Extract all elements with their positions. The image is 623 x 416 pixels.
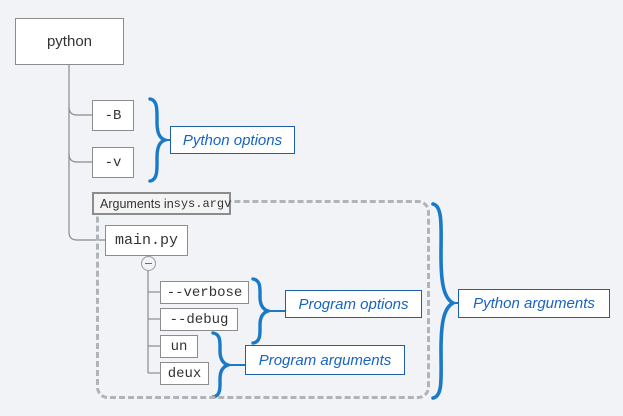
- node-python[interactable]: python: [15, 18, 124, 65]
- node-un[interactable]: un: [160, 335, 198, 358]
- node-verbose[interactable]: --verbose: [160, 281, 249, 304]
- trunk-to-optionB: [68, 106, 92, 116]
- brace-python-options: [148, 97, 171, 183]
- sys-argv-group-title: Arguments in sys.argv: [92, 192, 231, 215]
- node-main-py[interactable]: main.py: [105, 225, 188, 256]
- node-deux[interactable]: deux: [160, 362, 209, 385]
- callout-program-arguments[interactable]: Program arguments: [245, 345, 405, 375]
- node-debug[interactable]: --debug: [160, 308, 238, 331]
- callout-program-options[interactable]: Program options: [285, 290, 422, 318]
- group-title-mono: sys.argv: [173, 196, 232, 211]
- callout-python-arguments[interactable]: Python arguments: [458, 289, 610, 318]
- collapse-toggle-icon[interactable]: [141, 256, 156, 271]
- node-option-B[interactable]: -B: [92, 100, 134, 131]
- callout-python-options[interactable]: Python options: [170, 126, 295, 154]
- sys-argv-group-region: [96, 200, 430, 399]
- trunk-to-optionV: [68, 153, 92, 163]
- group-title-prefix: Arguments in: [100, 196, 174, 211]
- brace-python-arguments: [431, 202, 457, 400]
- node-option-v[interactable]: -v: [92, 147, 134, 178]
